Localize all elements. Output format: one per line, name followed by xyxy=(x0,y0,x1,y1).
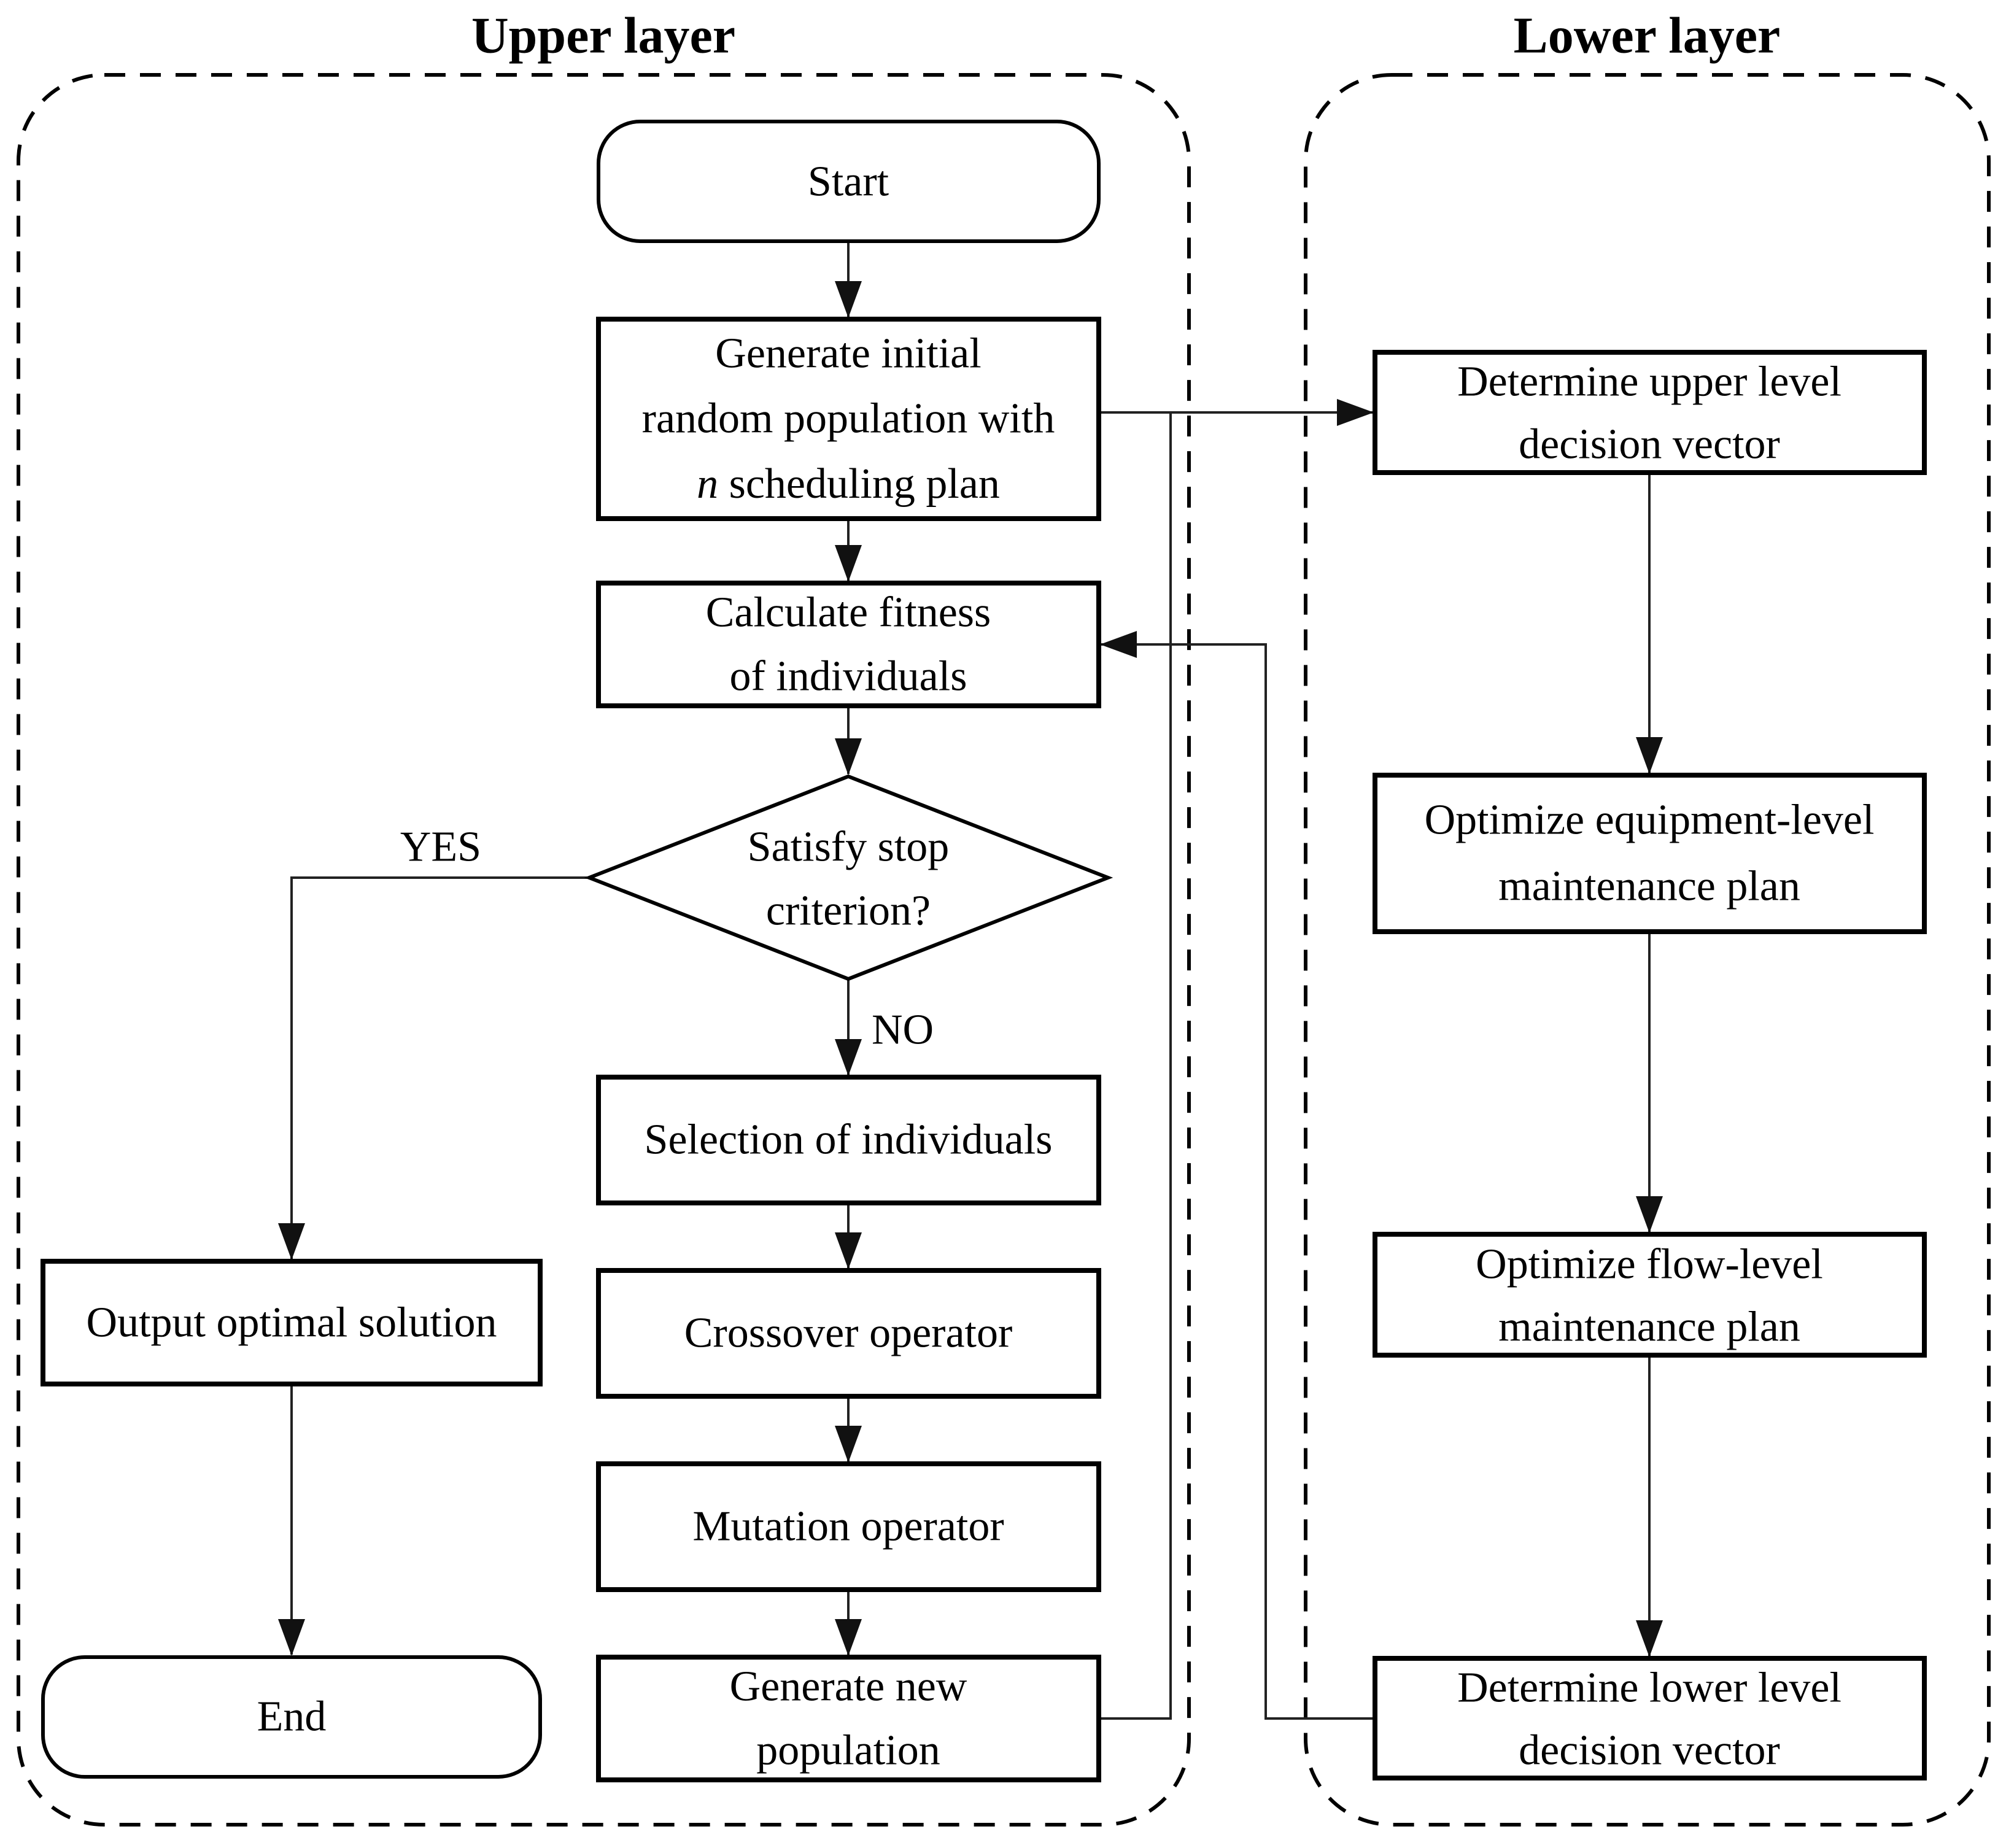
mutation-label: Mutation operator xyxy=(692,1503,1004,1550)
optimize-equipment-line2: maintenance plan xyxy=(1498,863,1800,910)
optimize-flow-line2: maintenance plan xyxy=(1498,1304,1800,1351)
crossover-shape xyxy=(596,1268,1101,1399)
mutation-shape xyxy=(596,1461,1101,1592)
determine-lower-line1: Determine lower level xyxy=(1457,1664,1841,1712)
generate-initial-line1: Generate initial xyxy=(715,330,981,377)
node-optimize-equipment-plan: Optimize equipment-level maintenance pla… xyxy=(1373,773,1927,934)
output-optimal-label: Output optimal solution xyxy=(87,1299,497,1347)
determine-upper-shape xyxy=(1373,350,1927,475)
optimize-equipment-shape xyxy=(1373,773,1927,934)
determine-lower-shape xyxy=(1373,1656,1927,1780)
node-calculate-fitness: Calculate fitness of individuals xyxy=(596,581,1101,708)
output-optimal-shape xyxy=(41,1259,543,1386)
generate-initial-line3-rest: scheduling plan xyxy=(718,460,1000,508)
region-upper-title: Upper layer xyxy=(471,7,735,64)
calculate-fitness-line1: Calculate fitness xyxy=(706,589,991,636)
node-generate-new-population: Generate new population xyxy=(596,1655,1101,1782)
end-label: End xyxy=(257,1693,327,1741)
node-mutation: Mutation operator xyxy=(596,1461,1101,1592)
generate-new-population-line1: Generate new xyxy=(730,1663,967,1711)
start-label: Start xyxy=(808,158,889,206)
generate-new-population-line2: population xyxy=(756,1727,940,1774)
crossover-label: Crossover operator xyxy=(684,1310,1013,1357)
node-stop-criterion-decision: Satisfy stop criterion? xyxy=(584,774,1113,981)
node-determine-upper-vector: Determine upper level decision vector xyxy=(1373,350,1927,475)
generate-initial-line3: n scheduling plan xyxy=(697,460,1000,508)
stop-criterion-line2: criterion? xyxy=(766,887,931,935)
optimize-flow-line1: Optimize flow-level xyxy=(1476,1241,1823,1288)
determine-lower-line2: decision vector xyxy=(1519,1727,1780,1774)
node-generate-initial-population: Generate initial random population with … xyxy=(596,317,1101,521)
node-end: End xyxy=(41,1655,542,1779)
line-generate-new-loop-up xyxy=(1099,412,1172,1720)
end-terminator-shape xyxy=(41,1655,542,1779)
node-selection: Selection of individuals xyxy=(596,1075,1101,1205)
determine-upper-line2: decision vector xyxy=(1519,421,1780,468)
calculate-fitness-shape xyxy=(596,581,1101,708)
arrow-determine-lower-return-to-calculate-fitness xyxy=(1100,631,1375,1720)
optimize-flow-shape xyxy=(1373,1232,1927,1358)
selection-label: Selection of individuals xyxy=(645,1116,1053,1164)
yes-branch-label: YES xyxy=(400,824,481,871)
generate-initial-line2: random population with xyxy=(642,395,1055,443)
calculate-fitness-line2: of individuals xyxy=(730,653,967,700)
optimize-equipment-line1: Optimize equipment-level xyxy=(1425,797,1875,844)
region-upper-border xyxy=(17,73,1191,1827)
node-determine-lower-vector: Determine lower level decision vector xyxy=(1373,1656,1927,1780)
node-crossover: Crossover operator xyxy=(596,1268,1101,1399)
region-lower-border xyxy=(1304,73,1991,1827)
stop-criterion-diamond-shape xyxy=(584,774,1113,981)
node-output-optimal-solution: Output optimal solution xyxy=(41,1259,543,1386)
node-optimize-flow-plan: Optimize flow-level maintenance plan xyxy=(1373,1232,1927,1358)
stop-criterion-line1: Satisfy stop xyxy=(748,824,950,871)
selection-shape xyxy=(596,1075,1101,1205)
generate-initial-shape xyxy=(596,317,1101,521)
arrow-decision-yes-to-output xyxy=(278,876,589,1260)
region-lower-title: Lower layer xyxy=(1514,7,1781,64)
generate-new-population-shape xyxy=(596,1655,1101,1782)
no-branch-label: NO xyxy=(872,1007,934,1054)
determine-upper-line1: Determine upper level xyxy=(1457,358,1841,406)
node-start: Start xyxy=(597,120,1101,243)
start-terminator-shape xyxy=(597,120,1101,243)
generate-initial-n-symbol: n xyxy=(697,460,718,508)
